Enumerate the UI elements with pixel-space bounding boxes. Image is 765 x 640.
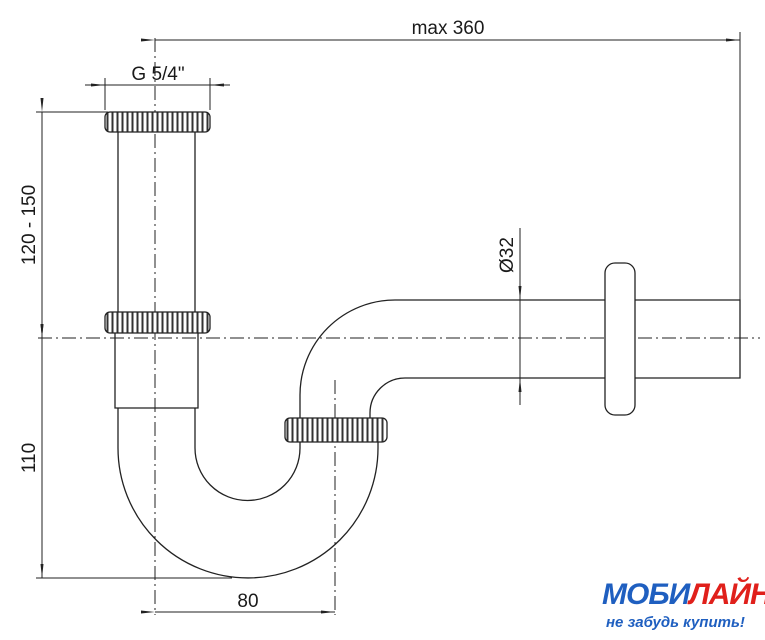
sleeve xyxy=(114,333,199,409)
u-bend-inner xyxy=(194,408,301,502)
logo-slogan: не забудь купить! xyxy=(606,614,745,631)
dim-depth: 110 xyxy=(19,443,40,473)
dim-height-range: 120 - 150 xyxy=(19,185,40,265)
inlet-tube xyxy=(117,132,196,312)
outlet-pipe xyxy=(299,299,741,418)
dimension-lines xyxy=(36,32,741,614)
u-bend-outer xyxy=(117,408,379,579)
dim-offset: 80 xyxy=(237,591,258,612)
middle-nut xyxy=(104,311,211,334)
logo-part2: ЛАЙН xyxy=(689,578,765,611)
logo-wordmark: МОБИЛАЙН xyxy=(602,578,765,612)
dim-thread: G 5/4" xyxy=(131,64,184,85)
dim-max-length: max 360 xyxy=(412,18,485,39)
mobilain-logo: МОБИЛАЙН не забудь купить! xyxy=(598,578,765,638)
logo-part1: МОБИ xyxy=(602,578,690,611)
wall-flange xyxy=(604,262,636,416)
dim-diameter: Ø32 xyxy=(497,237,518,273)
outlet-nut xyxy=(284,417,388,443)
top-nut xyxy=(104,111,211,133)
